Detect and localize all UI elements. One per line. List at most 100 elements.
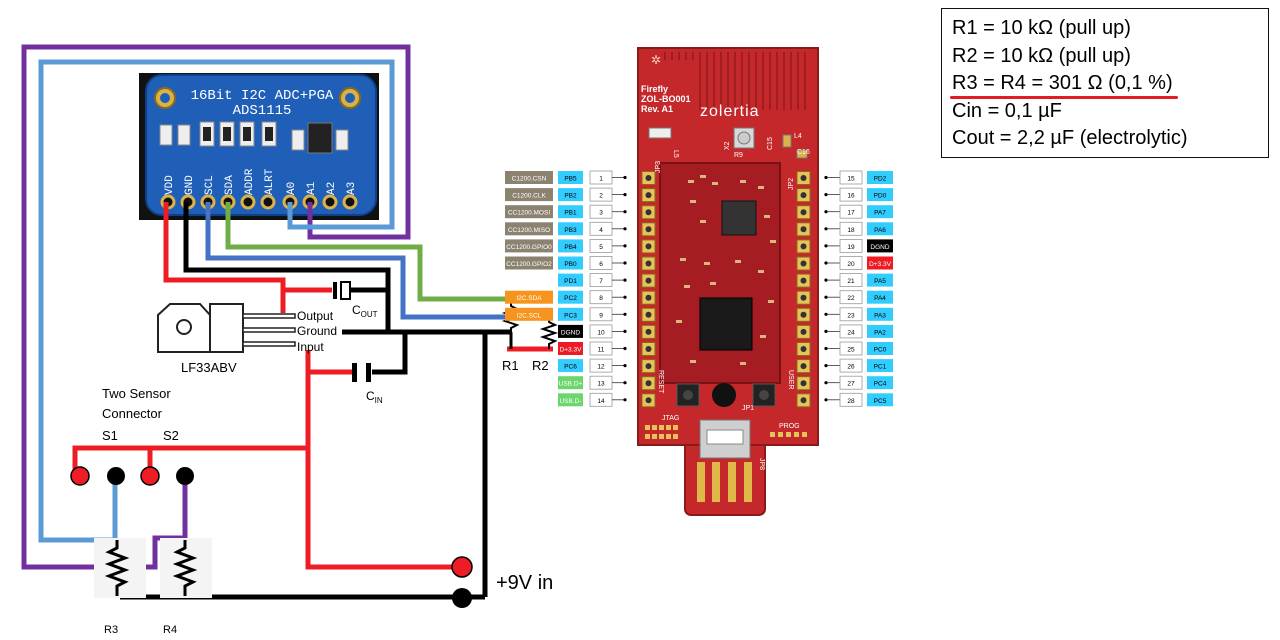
pin-dot [623,175,627,180]
port-tag [558,342,583,355]
firefly-brand: zolertia [700,103,760,120]
port-tag [558,205,583,219]
board-pad-hole [800,175,807,181]
pin-number-box [839,358,863,373]
pin-dot [824,175,828,180]
pin-number-box [839,290,863,305]
adc-smd-parts [159,121,349,154]
adc-title-2: ADS1115 [233,103,292,119]
func-tag [505,290,553,304]
firefly-model: ZOL-BO001 [641,94,691,104]
user-label: USER [787,370,794,389]
pin-number-box [839,170,863,185]
board-pad-hole [645,277,652,284]
port-tag [558,359,583,373]
port-tag-label: PD0 [874,193,887,200]
sensor-s1-label: S1 [102,428,118,443]
func-tag [505,256,553,270]
jp8-label: JP8 [758,458,765,470]
r4-label: R4 [163,624,177,636]
reset-label: RESET [657,370,664,394]
pin-number: 28 [847,398,855,405]
port-tag [558,324,583,338]
port-tag-label: D+3.3V [869,261,892,268]
port-tag [558,307,583,321]
func-tag-label: I2C.SCL [517,312,542,319]
pin-number: 21 [847,278,855,285]
pin-number-box [839,341,863,356]
port-tag-label: PA5 [874,278,886,285]
pin-dot [623,261,627,265]
pin-dot [824,244,828,248]
port-tag-label: PC3 [564,312,577,319]
jp1-jumper [712,383,736,407]
s2-pin-black [176,467,194,485]
func-tag [505,205,553,219]
pin-number: 2 [599,193,603,200]
reg-output-label: Output [297,309,334,323]
jtag-label: JTAG [662,415,679,422]
reg-ground-label: Ground [297,324,337,338]
jp1-label: JP1 [742,405,754,412]
board-pad-hole [800,209,807,216]
sensor-title-2: Connector [102,406,163,421]
pin-dot [623,364,627,368]
adc-pin-label: A1 [306,181,318,195]
cap-cin: CIN [352,363,383,405]
board-pins-left [641,171,656,408]
firefly-board: ✲ Firefly ZOL-BO001 Rev. A1 zolertia [637,47,819,516]
regulator-name: LF33ABV [181,360,237,375]
board-pad-hole [800,311,807,318]
board-pad-hole [800,260,807,267]
usb-contacts [697,462,752,502]
func-tag [505,239,553,253]
pin-dot [623,346,627,351]
pin-number: 20 [847,261,855,268]
func-tag [505,307,553,321]
port-tag-label: PC5 [874,398,887,405]
jtag-pads [645,425,678,439]
func-tag-label: CC1200.GPIO0 [506,244,552,251]
pin-number: 23 [847,312,855,319]
board-pad-hole [800,226,807,233]
regulator: Output Ground Input LF33ABV [157,303,337,375]
sensor-s2-label: S2 [163,428,179,443]
power-minus-terminal[interactable] [452,588,472,608]
pin-number: 22 [847,295,855,302]
pin-number: 27 [847,381,855,388]
regulator-lead-out [242,313,296,319]
board-pad-hole [800,363,807,370]
pin-number-box [839,204,863,219]
s1-pin-red [70,466,90,486]
port-tag-label: PA7 [874,210,886,217]
l5-label: L5 [672,150,679,158]
adc-pin-label: A3 [346,182,358,195]
pin-number: 6 [599,261,603,268]
legend-r2: R2 = 10 kΩ (pull up) [952,44,1131,67]
firefly-name: Firefly [641,84,668,94]
port-tag-label: DGND [561,329,580,336]
port-tag-label: PC1 [874,364,887,371]
l5-part [648,127,672,139]
adc-pin-label: ALRT [264,168,276,195]
pin-number-box [839,307,863,322]
pin-number-box [839,238,863,253]
pin-number: 10 [597,329,605,336]
l4-label: L4 [794,133,802,140]
r2-symbol [539,317,559,349]
power-plus-terminal[interactable] [451,556,473,578]
r3-label: R3 [104,624,118,636]
power-input[interactable]: +9V in [451,556,553,608]
r1-label: R1 [502,358,519,373]
firefly-logo-icon: ✲ [651,53,661,67]
pin-dot [623,193,627,197]
power-label: +9V in [496,572,553,594]
